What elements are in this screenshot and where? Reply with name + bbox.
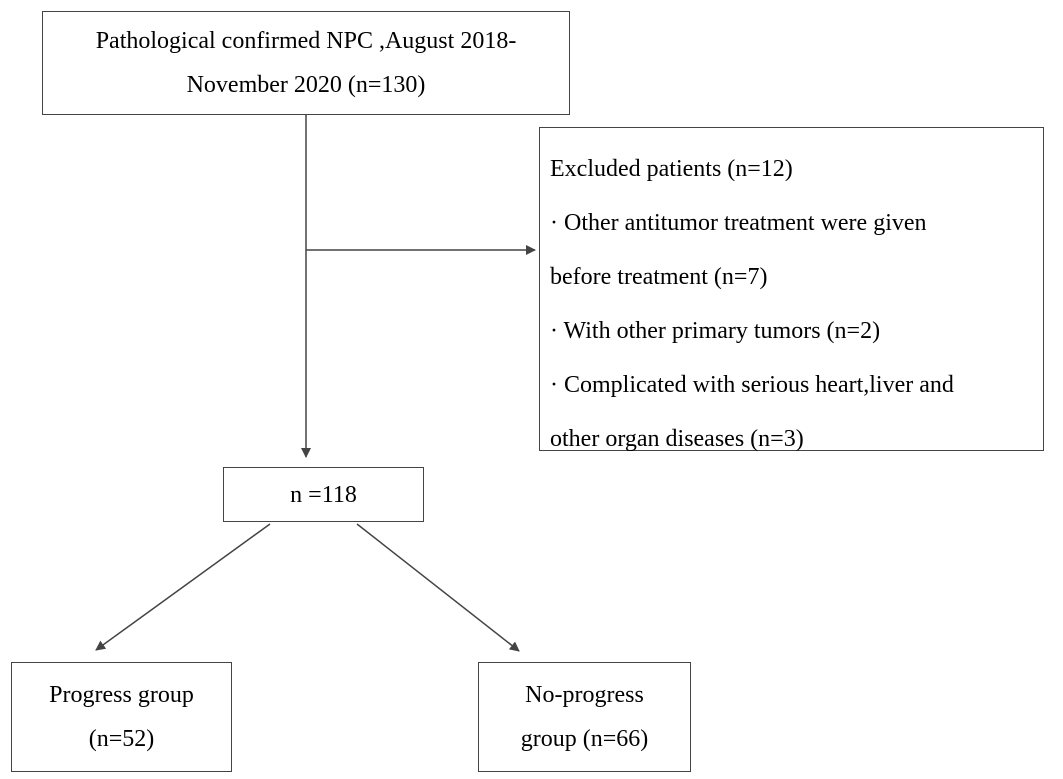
excluded-item-3-line-2: other organ diseases (n=3) [550,426,804,452]
excluded-title: Excluded patients (n=12) [550,156,793,182]
excluded-item-2: · With other primary tumors (n=2) [550,318,881,344]
source-population-box: Pathological confirmed NPC ,August 2018-… [42,11,570,115]
noprogress-group-label: No-progress [525,682,644,708]
excluded-item-3-line-1: · Complicated with serious heart,liver a… [550,372,954,398]
noprogress-branch-arrow [356,523,520,652]
noprogress-group-box: No-progress group (n=66) [478,662,691,772]
noprogress-group-count: group (n=66) [520,726,649,752]
excluded-patients-box: Excluded patients (n=12) · Other antitum… [539,127,1044,452]
source-line-2: November 2020 (n=130) [186,72,426,98]
excluded-item-1-line-1: · Other antitumor treatment were given [550,210,927,236]
progress-branch-arrow [95,523,271,651]
source-line-1: Pathological confirmed NPC ,August 2018- [95,28,517,54]
progress-group-count: (n=52) [88,726,155,752]
progress-group-box: Progress group (n=52) [11,662,232,772]
excluded-item-1-line-2: before treatment (n=7) [550,264,768,290]
progress-group-label: Progress group [49,682,194,708]
included-patients-box: n =118 [223,467,424,522]
included-count: n =118 [290,481,357,508]
